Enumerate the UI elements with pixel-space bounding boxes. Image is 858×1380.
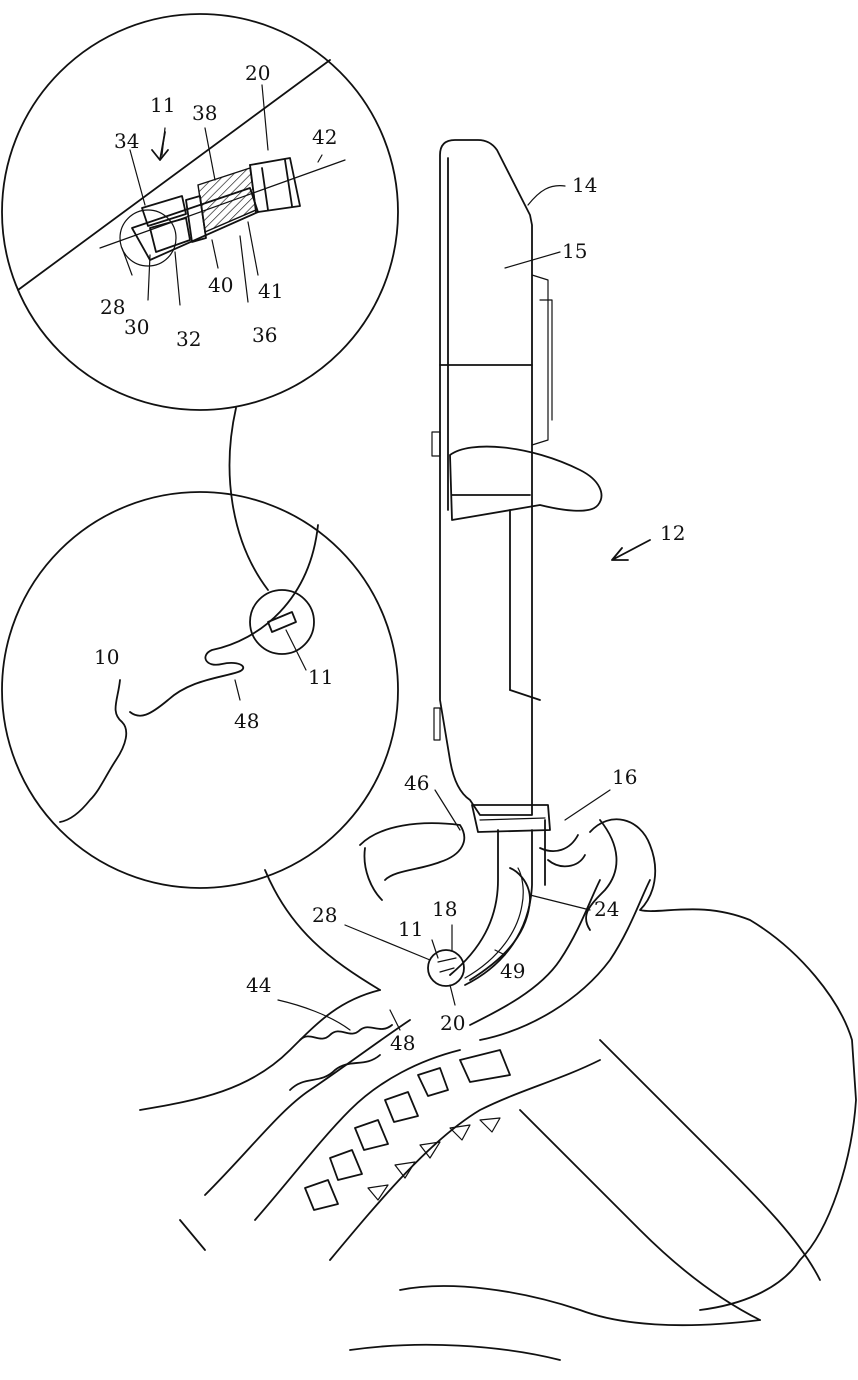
label-14: 14 [572,173,597,197]
label-16: 16 [612,765,637,789]
label-20-main: 20 [440,1011,465,1035]
label-40: 40 [208,273,233,297]
label-20-detail: 20 [245,61,270,85]
label-48-main: 48 [390,1031,415,1055]
label-38: 38 [192,101,217,125]
label-36: 36 [252,323,277,347]
label-34: 34 [114,129,139,153]
label-46: 46 [404,771,429,795]
label-15: 15 [562,239,587,263]
laryngoscope-handle [432,140,650,832]
label-24: 24 [594,897,619,921]
label-11-main: 11 [398,917,423,941]
label-11-middle: 11 [308,665,333,689]
label-42: 42 [312,125,337,149]
label-32: 32 [176,327,201,351]
label-11-detail: 11 [150,93,175,117]
label-48-middle: 48 [234,709,259,733]
label-28-main: 28 [312,903,337,927]
patient-anatomy [140,819,856,1360]
detail-view-middle [2,492,398,990]
label-10: 10 [94,645,119,669]
label-28-detail: 28 [100,295,125,319]
label-30: 30 [124,315,149,339]
label-49: 49 [500,959,525,983]
label-44: 44 [246,973,271,997]
label-18: 18 [432,897,457,921]
label-12: 12 [660,521,685,545]
label-41: 41 [258,279,283,303]
